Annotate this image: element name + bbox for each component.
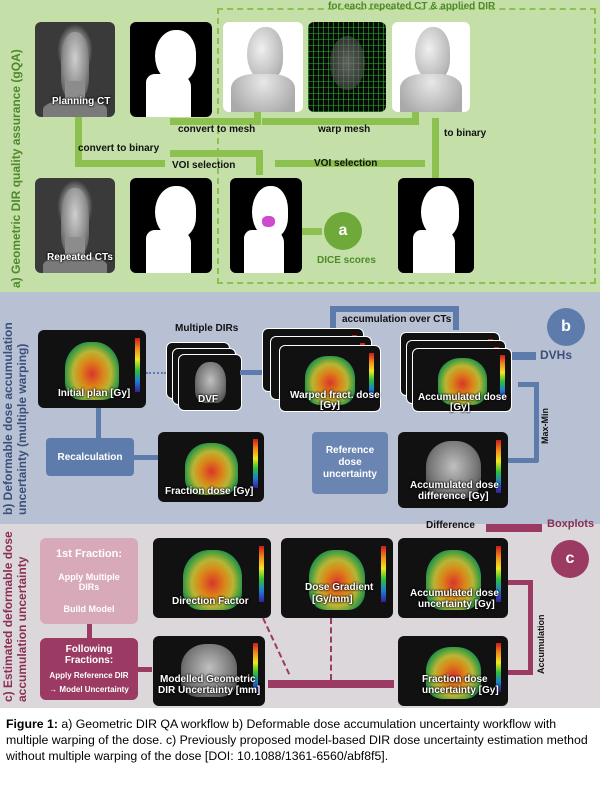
panel-b-side-label-1: b) Deformable dose accumulation xyxy=(1,322,15,515)
accumulated-dose-uncertainty-label-2: uncertainty [Gy] xyxy=(418,599,495,610)
direction-factor-image xyxy=(153,538,271,618)
planning-ct-image xyxy=(35,22,115,117)
direction-factor-label: Direction Factor xyxy=(172,596,249,607)
warped-mask-image xyxy=(398,178,474,273)
following-fractions-box: Following Fractions: Apply Reference DIR… xyxy=(40,638,138,700)
arrow-convert-to-mesh xyxy=(170,118,258,125)
accumulated-dose-label-2: [Gy] xyxy=(450,402,470,413)
circle-c: c xyxy=(551,540,589,578)
warp-mesh-label: warp mesh xyxy=(318,124,371,135)
reference-dose-uncertainty-box: Reference dose uncertainty xyxy=(312,432,388,494)
convert-to-mesh-label: convert to mesh xyxy=(178,124,256,135)
dvf-image xyxy=(178,354,242,411)
first-fraction-box: 1st Fraction: Apply Multiple DIRs Build … xyxy=(40,538,138,624)
reference-line-3: uncertainty xyxy=(323,469,377,480)
arrow-to-binary xyxy=(432,118,439,178)
fraction-dose-uncertainty-label-2: uncertainty [Gy] xyxy=(422,685,499,696)
modelled-geometric-image xyxy=(153,636,265,706)
panel-b: b) Deformable dose accumulation uncertai… xyxy=(0,292,600,524)
arrow-voi-selection-1 xyxy=(170,150,260,157)
accumulation-label: Accumulation xyxy=(536,614,546,674)
dose-gradient-label-1: Dose Gradient xyxy=(305,582,374,593)
accumulated-dose-uncertainty-image xyxy=(398,538,508,618)
arrow-to-boxplots xyxy=(486,524,542,532)
panel-b-side-label-2: uncertainty (multiple warping) xyxy=(15,343,29,515)
accumulation-over-cts-label: accumulation over CTs xyxy=(342,314,452,325)
difference-label: Difference xyxy=(426,520,475,531)
panel-c-side-label-2: accumulation uncertainty xyxy=(15,556,29,702)
voi-mask-image xyxy=(230,178,302,273)
arrow-voi-selection-2 xyxy=(275,160,425,167)
planning-mask-image xyxy=(130,22,212,117)
panel-c: c) Estimated deformable dose accumulatio… xyxy=(0,518,600,708)
warp-field-image xyxy=(308,22,386,112)
convert-to-binary-label: convert to binary xyxy=(78,143,160,154)
panel-a-side-label: a) Geometric DIR quality assurance (gQA) xyxy=(9,49,23,288)
accumulated-dose-image xyxy=(412,348,512,412)
dvhs-label: DVHs xyxy=(540,348,573,362)
accumulated-dose-label-1: Accumulated dose xyxy=(418,392,507,403)
arrow-warp-mesh xyxy=(262,118,417,125)
circle-b: b xyxy=(547,308,585,346)
reference-line-1: Reference xyxy=(325,445,375,456)
initial-plan-label: Initial plan [Gy] xyxy=(58,388,131,399)
accumulated-dose-difference-image xyxy=(398,432,508,508)
dashed-arrow-gradient xyxy=(330,618,332,680)
repeated-mask-image xyxy=(130,178,212,273)
figure-caption: Figure 1: a) Geometric DIR QA workflow b… xyxy=(6,716,592,764)
model-uncertainty-label: → Model Uncertainty xyxy=(49,685,129,695)
fraction-dose-label: Fraction dose [Gy] xyxy=(165,486,254,497)
modelled-geometric-label-2: DIR Uncertainty [mm] xyxy=(158,685,261,696)
repeat-region xyxy=(217,8,596,284)
arrow-convert-to-binary xyxy=(75,117,82,167)
arrow-max-min xyxy=(534,382,539,462)
repeated-ct-image xyxy=(35,178,115,273)
apply-multiple-dirs-label: Apply Multiple DIRs xyxy=(58,572,120,592)
arrow-to-dvhs xyxy=(512,352,536,360)
repeat-region-label: for each repeated CT & applied DIR xyxy=(328,1,496,12)
fraction-dose-uncertainty-label-1: Fraction dose xyxy=(422,674,488,685)
accumulated-dose-difference-label-1: Accumulated dose xyxy=(410,480,499,491)
dice-scores-label: DICE scores xyxy=(317,255,376,266)
build-model-label: Build Model xyxy=(63,604,115,614)
warped-fract-dose-label-2: [Gy] xyxy=(320,400,340,411)
accumulated-dose-uncertainty-label-1: Accumulated dose xyxy=(410,588,499,599)
figure-label: Figure 1: xyxy=(6,717,58,731)
initial-plan-image xyxy=(38,330,146,408)
following-fractions-title: Following Fractions: xyxy=(64,643,114,666)
panel-c-side-label-1: c) Estimated deformable dose xyxy=(1,531,15,702)
repeated-cts-label: Repeated CTs xyxy=(47,252,113,263)
warped-fract-dose-image xyxy=(279,345,381,412)
reference-line-2: dose xyxy=(338,457,362,468)
figure-caption-text: a) Geometric DIR QA workflow b) Deformab… xyxy=(6,717,588,763)
mesh-image-2 xyxy=(392,22,470,112)
recalculation-box: Recalculation xyxy=(46,438,134,476)
fraction-dose-uncertainty-image xyxy=(398,636,508,706)
circle-a: a xyxy=(324,212,362,250)
arrow-to-dice xyxy=(302,228,322,235)
boxplots-label: Boxplots xyxy=(547,518,595,530)
voi-selection-label-1: VOI selection xyxy=(172,160,236,171)
mesh-image-1 xyxy=(223,22,303,112)
arrow-to-fraction-uncertainty xyxy=(268,680,394,688)
multiple-dirs-label: Multiple DIRs xyxy=(175,323,239,334)
to-binary-label: to binary xyxy=(444,128,487,139)
arrow-accumulation xyxy=(528,580,533,675)
panel-a: a) Geometric DIR quality assurance (gQA)… xyxy=(0,0,600,292)
max-min-label: Max-Min xyxy=(540,408,550,444)
planning-ct-label: Planning CT xyxy=(52,96,111,107)
arrow-accumulation-over-cts xyxy=(330,306,458,312)
dvf-label: DVF xyxy=(198,394,218,405)
dose-gradient-image xyxy=(281,538,393,618)
dashed-arrow-direction xyxy=(262,617,291,675)
fraction-dose-image xyxy=(158,432,264,502)
apply-reference-dir-label: Apply Reference DIR xyxy=(49,670,129,680)
dose-gradient-label-2: [Gy/mm] xyxy=(312,594,353,605)
voi-selection-label-2: VOI selection xyxy=(314,158,378,169)
accumulated-dose-difference-label-2: difference [Gy] xyxy=(418,491,489,502)
warped-fract-dose-label-1: Warped fract. dose xyxy=(290,390,380,401)
modelled-geometric-label-1: Modelled Geometric xyxy=(160,674,256,685)
first-fraction-title: 1st Fraction: xyxy=(55,548,122,560)
